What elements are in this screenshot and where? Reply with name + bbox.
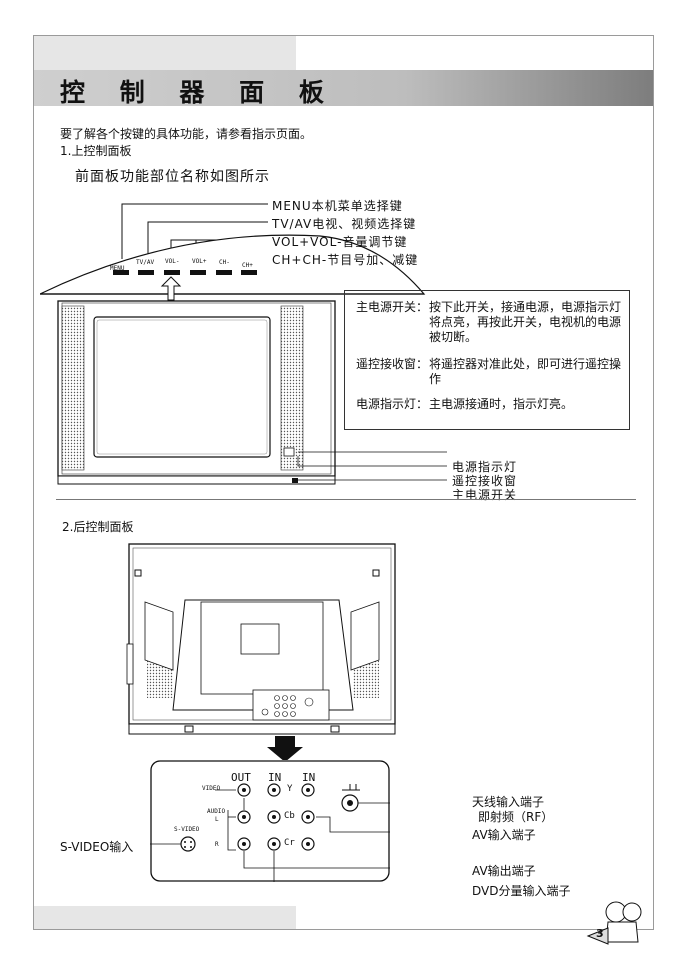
callout-remote-window: 遥控接收窗 [452, 474, 518, 488]
callout-av-input: AV输入端子 [472, 828, 536, 842]
header-grey-bar [34, 36, 296, 70]
button-label-menu: MENU [110, 265, 125, 272]
button-label-tvav: TV/AV [136, 259, 155, 266]
title-band [34, 70, 653, 106]
function-info-box: 主电源开关： 按下此开关，接通电源，电源指示灯将点亮，再按此开关，电视机的电源被… [344, 290, 630, 430]
info-value: 按下此开关，接通电源，电源指示灯将点亮，再按此开关，电视机的电源被切断。 [429, 300, 622, 344]
button-label-ch-minus: CH- [219, 259, 230, 266]
info-key: 主电源开关： [356, 300, 429, 314]
callout-tvav: TV/AV电视、视频选择键 [272, 217, 417, 231]
col-header-out: OUT [231, 771, 251, 784]
footer-grey-bar [34, 906, 296, 929]
connector-detail [150, 760, 390, 882]
mascot-icon [586, 901, 642, 945]
callout-svideo-input: S-VIDEO输入 [60, 840, 134, 854]
row-label-y: Y [287, 784, 293, 794]
row-label-video: VIDEO [202, 785, 221, 792]
info-row-power-switch: 主电源开关： 按下此开关，接通电源，电源指示灯将点亮，再按此开关，电视机的电源被… [356, 300, 624, 350]
callout-vol: VOL+VOL-音量调节键 [272, 235, 408, 249]
col-header-in-1: IN [268, 771, 282, 784]
section-1-heading: 1.上控制面板 [60, 144, 132, 158]
callout-ch: CH+CH-节目号加、减键 [272, 253, 419, 267]
info-key: 电源指示灯： [356, 397, 429, 411]
section-1-subheading: 前面板功能部位名称如图所示 [75, 169, 270, 185]
col-header-in-2: IN [302, 771, 316, 784]
intro-text: 要了解各个按键的具体功能，请参看指示页面。 [60, 127, 313, 141]
callout-av-output: AV输出端子 [472, 864, 536, 878]
callout-power-indicator: 电源指示灯 [452, 460, 518, 474]
front-panel-illustration [40, 203, 447, 485]
row-label-r: R [215, 841, 219, 848]
page-title: 控 制 器 面 板 [60, 78, 337, 107]
row-label-l: L [215, 816, 219, 823]
info-row-remote-window: 遥控接收窗： 将遥控器对准此处，即可进行遥控操作 [356, 357, 624, 391]
page-number: 3 [596, 927, 604, 940]
callout-menu: MENU本机菜单选择键 [272, 199, 403, 213]
callout-antenna-input: 天线输入端子 [472, 795, 545, 809]
section-2-heading: 2.后控制面板 [62, 520, 134, 534]
row-label-svideo: S-VIDEO [174, 826, 200, 833]
page-frame [33, 35, 654, 930]
rear-panel-illustration [126, 543, 396, 760]
callout-dvd-input: DVD分量输入端子 [472, 884, 571, 898]
info-value: 将遥控器对准此处，即可进行遥控操作 [429, 357, 622, 386]
section-divider [56, 499, 636, 500]
info-row-power-indicator: 电源指示灯： 主电源接通时，指示灯亮。 [356, 397, 624, 415]
button-label-vol-plus: VOL+ [192, 258, 207, 265]
callout-power-switch: 主电源开关 [452, 488, 518, 502]
row-label-audio: AUDIO [207, 808, 226, 815]
row-label-cb: Cb [284, 811, 295, 821]
row-label-cr: Cr [284, 838, 295, 848]
callout-antenna-rf: 即射频（RF） [478, 810, 554, 824]
info-value: 主电源接通时，指示灯亮。 [429, 397, 574, 411]
button-label-vol-minus: VOL- [165, 258, 180, 265]
button-label-ch-plus: CH+ [242, 262, 253, 269]
info-key: 遥控接收窗： [356, 357, 429, 371]
